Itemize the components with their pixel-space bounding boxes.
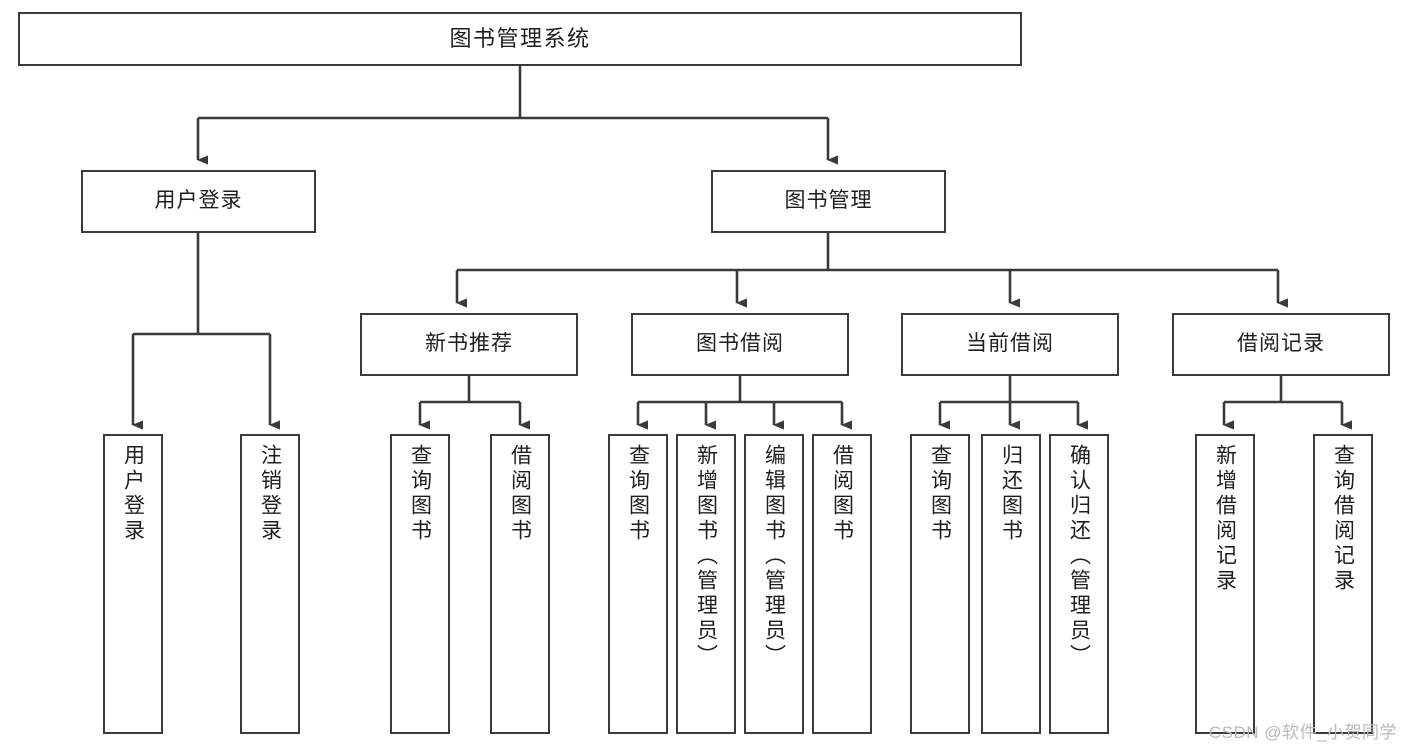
node-label: 归还图书 (999, 444, 1023, 544)
node-book-borrow[interactable]: 图书借阅 (631, 313, 849, 376)
node-label: 借阅记录 (1237, 332, 1325, 356)
node-label: 图书管理系统 (449, 26, 591, 52)
leaf-borrow-query-book[interactable]: 查询图书 (608, 434, 668, 734)
node-label: 注销登录 (258, 444, 282, 544)
leaf-borrow-add-book-admin[interactable]: 新增图书（管理员） (676, 434, 736, 734)
leaf-newbook-borrow-book[interactable]: 借阅图书 (490, 434, 550, 734)
node-label: 确认归还（管理员） (1067, 444, 1091, 669)
node-label: 新增借阅记录 (1213, 444, 1237, 594)
node-current-borrow[interactable]: 当前借阅 (901, 313, 1119, 376)
node-borrow-record[interactable]: 借阅记录 (1172, 313, 1390, 376)
watermark-text: CSDN @软件_小贺同学 (1208, 723, 1397, 742)
node-label: 查询图书 (408, 444, 432, 544)
node-label: 新增图书（管理员） (694, 444, 718, 669)
leaf-user-login-login[interactable]: 用户登录 (103, 434, 163, 734)
node-label: 用户登录 (154, 189, 243, 213)
leaf-record-query-record[interactable]: 查询借阅记录 (1313, 434, 1373, 734)
node-label: 图书借阅 (696, 332, 784, 356)
leaf-borrow-borrow-book[interactable]: 借阅图书 (812, 434, 872, 734)
leaf-current-return-book[interactable]: 归还图书 (981, 434, 1041, 734)
node-root-book-management-system[interactable]: 图书管理系统 (18, 12, 1022, 66)
node-label: 编辑图书（管理员） (762, 444, 786, 669)
node-label: 用户登录 (121, 444, 145, 544)
node-user-login[interactable]: 用户登录 (81, 170, 316, 233)
node-label: 新书推荐 (425, 332, 513, 356)
node-label: 当前借阅 (966, 332, 1054, 356)
node-label: 图书管理 (784, 189, 873, 213)
leaf-current-query-book[interactable]: 查询图书 (910, 434, 970, 734)
leaf-newbook-query-book[interactable]: 查询图书 (390, 434, 450, 734)
leaf-user-login-logout[interactable]: 注销登录 (240, 434, 300, 734)
node-label: 查询图书 (626, 444, 650, 544)
node-label: 借阅图书 (508, 444, 532, 544)
node-new-book-recommend[interactable]: 新书推荐 (360, 313, 578, 376)
node-label: 查询图书 (928, 444, 952, 544)
leaf-record-add-record[interactable]: 新增借阅记录 (1195, 434, 1255, 734)
node-book-management[interactable]: 图书管理 (711, 170, 946, 233)
node-label: 查询借阅记录 (1331, 444, 1355, 594)
node-label: 借阅图书 (830, 444, 854, 544)
leaf-current-confirm-return-admin[interactable]: 确认归还（管理员） (1049, 434, 1109, 734)
leaf-borrow-edit-book-admin[interactable]: 编辑图书（管理员） (744, 434, 804, 734)
